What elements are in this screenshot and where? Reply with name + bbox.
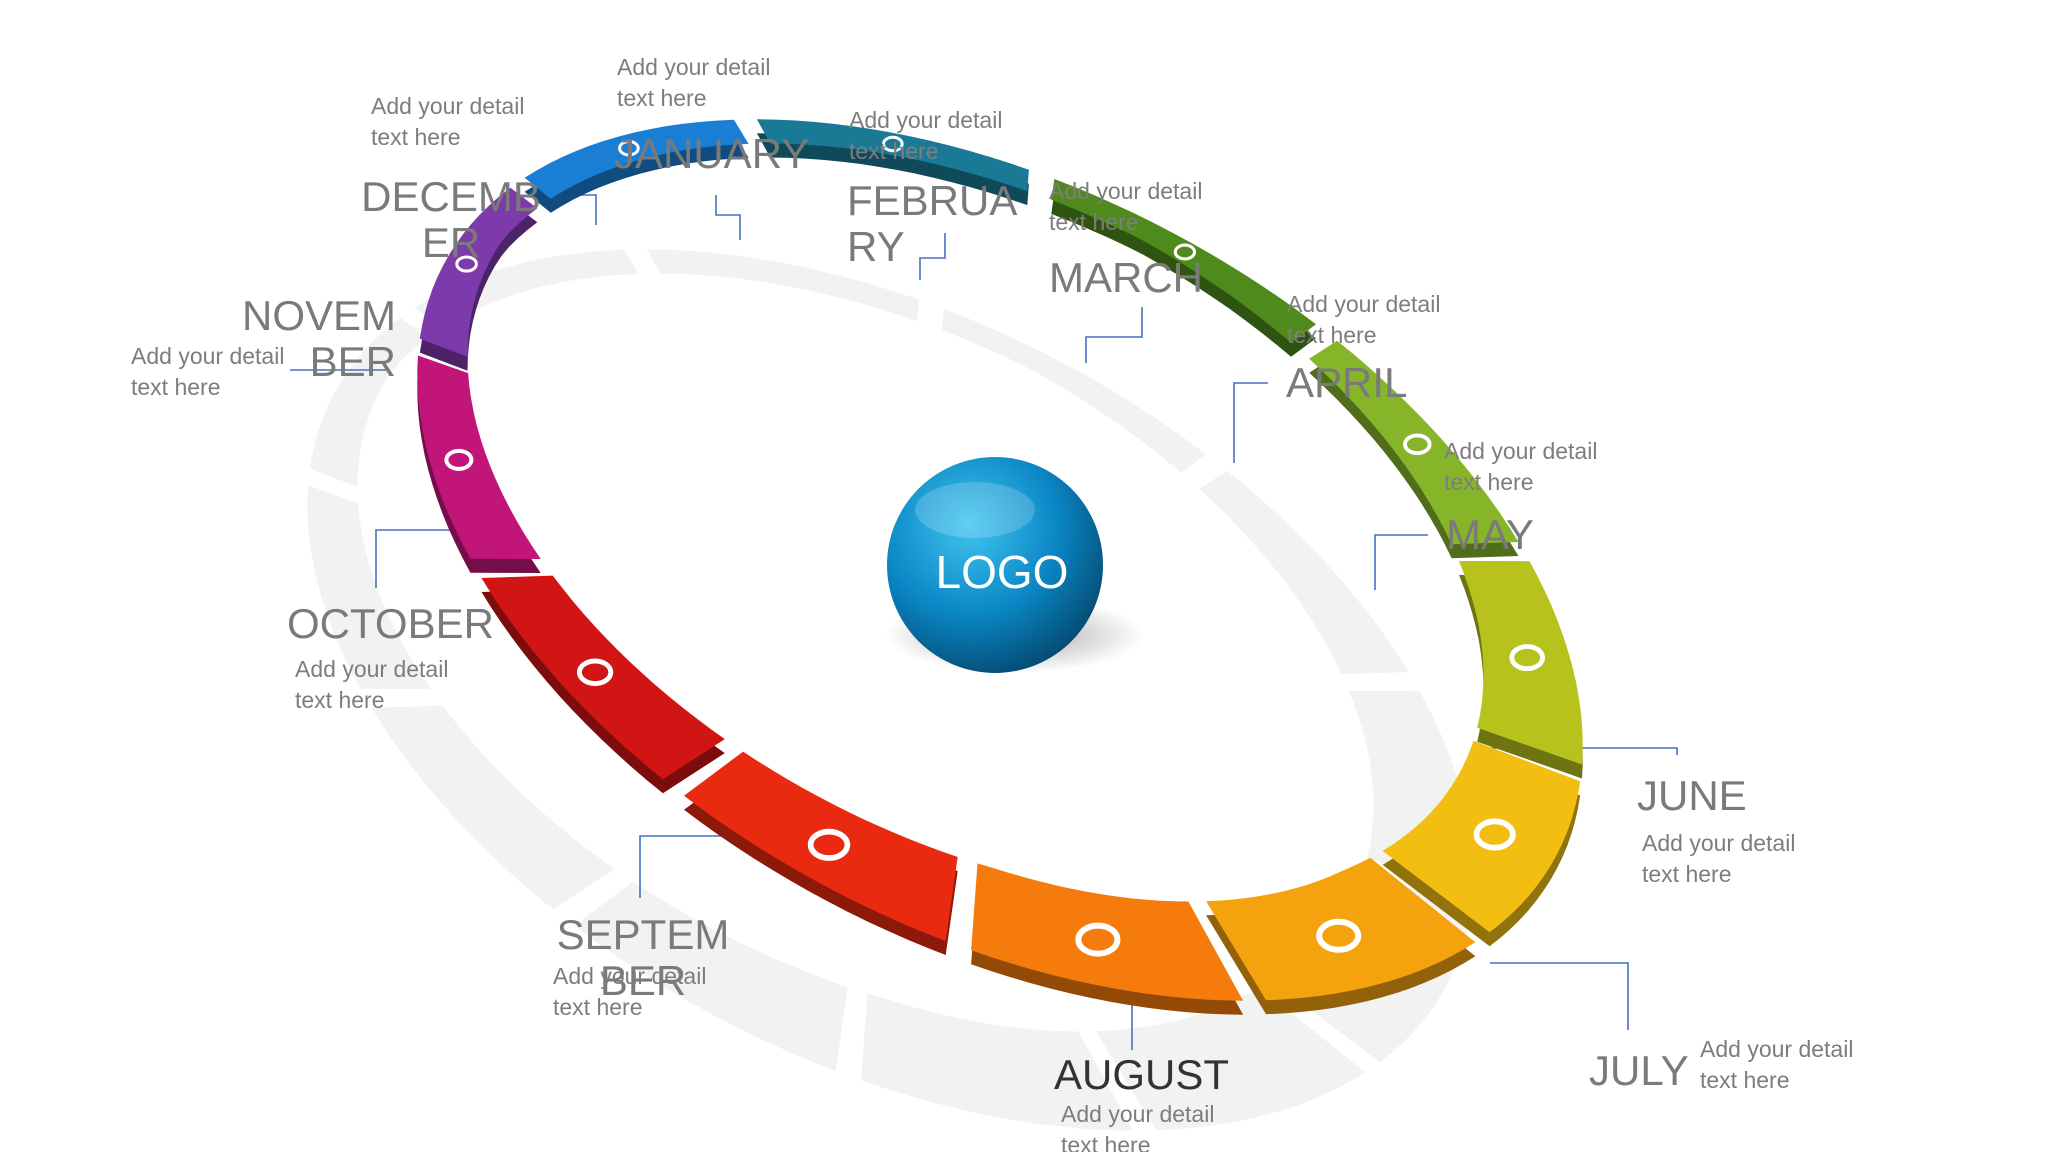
segment-september: [417, 355, 541, 573]
reflection-segment: [1199, 470, 1409, 675]
month-label-may: MAY: [1446, 511, 1534, 558]
ring-marker-icon: [455, 255, 478, 273]
ring-marker-icon: [1075, 922, 1121, 957]
reflection-segment: [307, 485, 431, 689]
ring-marker-icon: [444, 448, 474, 471]
segment-october: [419, 187, 538, 371]
ring-marker-icon: [1473, 818, 1516, 851]
connector-line-october: [375, 529, 465, 588]
reflection-segment: [309, 317, 428, 487]
connector-line-may: [1374, 534, 1428, 590]
month-label-september: SEPTEMBER: [556, 911, 730, 1004]
segment-january: [1051, 179, 1316, 357]
ring-marker-icon: [576, 658, 614, 687]
reflection-segment: [574, 881, 848, 1071]
logo-text: LOGO: [936, 546, 1069, 598]
ring-marker-icon: [1403, 433, 1432, 456]
connector-line-july: [1490, 962, 1629, 1030]
connector-line-april: [1233, 382, 1268, 463]
month-segments: [417, 119, 1583, 1015]
month-label-february: FEBRUARY: [847, 177, 1018, 270]
reflection-segment: [371, 705, 615, 910]
month-label-january: JANUARY: [614, 130, 810, 177]
segment-april: [1382, 740, 1581, 947]
ring-marker-icon: [618, 140, 640, 157]
month-label-june: JUNE: [1637, 772, 1747, 819]
month-label-july: JULY: [1589, 1047, 1689, 1094]
month-label-april: APRIL: [1286, 359, 1408, 406]
ring-marker-icon: [1173, 243, 1197, 261]
segment-august: [481, 575, 725, 794]
segment-november: [524, 119, 749, 213]
segment-december: [756, 119, 1029, 206]
connector-line-january: [715, 195, 741, 240]
connector-line-march: [1085, 307, 1143, 363]
segment-june: [971, 863, 1244, 1015]
ring-marker-icon: [882, 135, 904, 153]
ring-marker-icon: [807, 828, 851, 861]
month-label-august: AUGUST: [1054, 1051, 1230, 1098]
logo-sphere: LOGO: [885, 457, 1145, 673]
reflection-segment: [861, 993, 1134, 1131]
segment-july: [684, 751, 958, 955]
month-label-december: DECEMBER: [361, 173, 541, 266]
month-label-november: NOVEMBER: [241, 292, 396, 385]
reflection-segment: [1096, 987, 1366, 1131]
segment-march: [1459, 561, 1583, 779]
segment-may: [1206, 857, 1476, 1015]
reflection-segment: [646, 249, 919, 322]
connector-line-february: [919, 233, 946, 280]
month-label-october: OCTOBER: [287, 600, 494, 647]
segment-february: [1309, 340, 1519, 559]
ring-marker-icon: [1509, 644, 1545, 672]
month-label-march: MARCH: [1049, 254, 1203, 301]
ring-marker-icon: [1316, 918, 1362, 953]
reflection-segment: [941, 309, 1206, 473]
